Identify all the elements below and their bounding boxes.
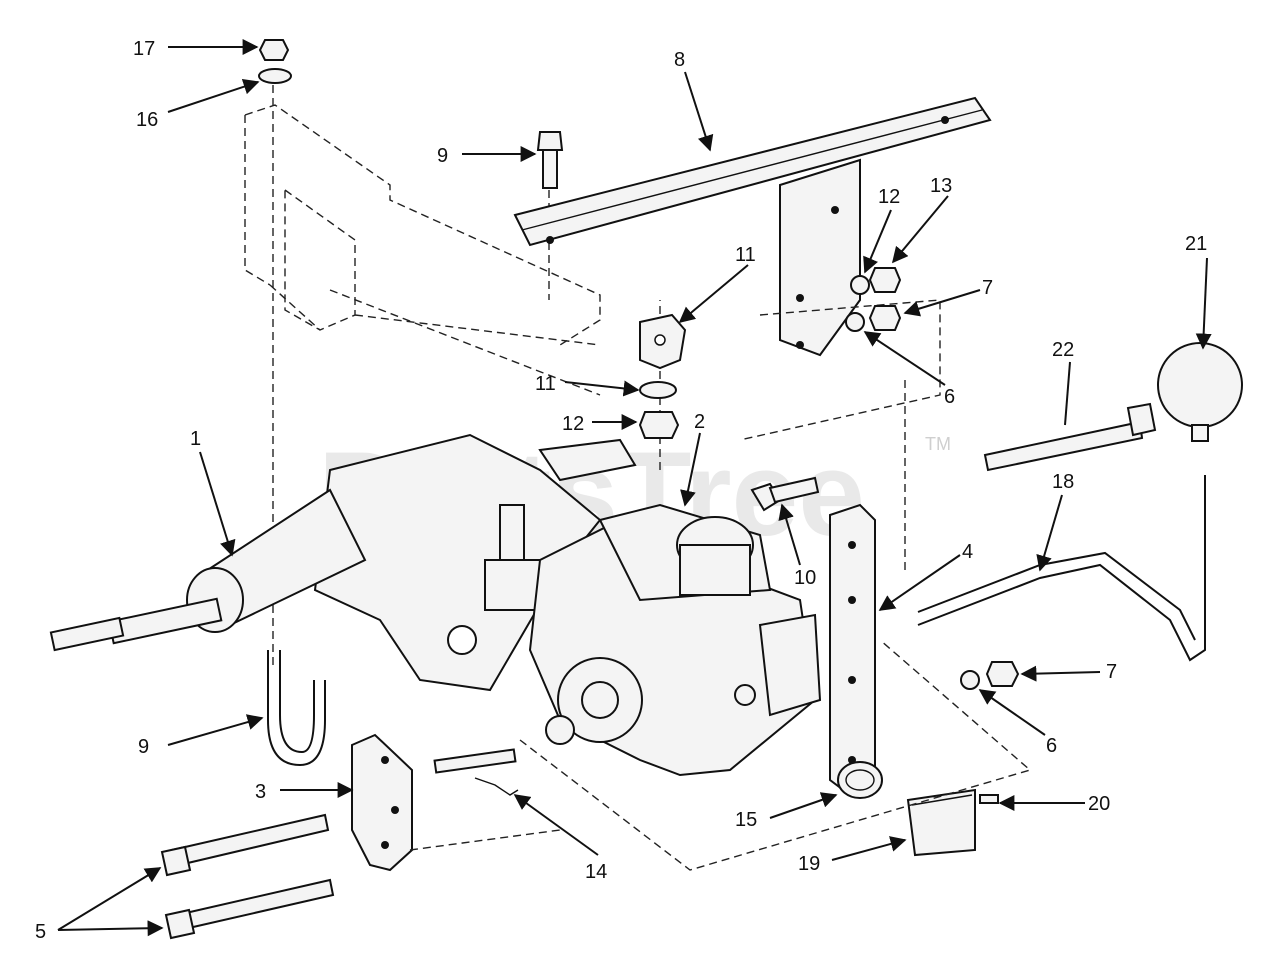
part-1-transaxle xyxy=(49,433,637,692)
part-21-knob xyxy=(1157,342,1243,428)
callout-7-top: 7 xyxy=(982,277,993,299)
callout-9-top: 9 xyxy=(437,145,448,167)
callout-6-top: 6 xyxy=(944,386,955,408)
callout-7-lower: 7 xyxy=(1106,661,1117,683)
callout-11-right: 12 xyxy=(878,186,900,208)
part-17-clip xyxy=(906,788,976,857)
callout-9-right: 10 xyxy=(794,567,816,589)
part-22-long-bolt xyxy=(983,402,1157,472)
part-5-bolts xyxy=(160,813,335,940)
leader-arrows xyxy=(57,39,1212,937)
callout-22: 22 xyxy=(1052,339,1074,361)
phantom-linkage-lower xyxy=(519,639,1032,871)
watermark-tm: TM xyxy=(925,434,951,454)
callout-12-center: 12 xyxy=(562,413,584,435)
part-8-upper-bracket xyxy=(513,96,992,357)
part-7-nut-top xyxy=(868,305,902,331)
callout-2: 2 xyxy=(694,411,705,433)
part-11-washer-right xyxy=(850,275,870,295)
callout-8: 8 xyxy=(674,49,685,71)
part-15-nut xyxy=(258,39,290,61)
callout-1: 1 xyxy=(190,428,201,450)
part-4-mounting-plate xyxy=(829,503,876,797)
part-7-nut-lower xyxy=(985,661,1020,687)
callout-10: 11 xyxy=(735,244,756,266)
callout-19: 15 xyxy=(735,809,757,831)
part-2-hydro-pump xyxy=(528,503,822,777)
callout-3: 3 xyxy=(255,781,266,803)
callout-4: 4 xyxy=(962,541,973,563)
part-6-washer-lower xyxy=(960,670,980,690)
phantom-frame-bracket xyxy=(244,104,601,396)
part-12-nut-right xyxy=(868,267,902,293)
callout-15: 17 xyxy=(133,38,155,60)
part-6-washer-top xyxy=(845,312,865,332)
callout-13: 9 xyxy=(138,736,149,758)
part-18-pin xyxy=(979,794,999,804)
callout-18: 20 xyxy=(1088,793,1110,815)
callout-5: 5 xyxy=(35,921,46,943)
part-3-bracket xyxy=(351,733,413,872)
part-21-knob-stem xyxy=(1191,424,1209,442)
callout-11-center: 11 xyxy=(535,373,556,395)
part-13-u-bolt xyxy=(267,650,326,767)
phantom-outline-right xyxy=(739,299,941,441)
callout-16: 18 xyxy=(1052,471,1074,493)
phantom-line-bracket3 xyxy=(409,829,561,851)
part-11-lock-washer xyxy=(639,381,677,399)
part-16-control-rod xyxy=(917,475,1206,662)
callout-20: 14 xyxy=(585,861,607,883)
part-19-spring xyxy=(837,761,883,799)
part-10-clip xyxy=(639,313,687,370)
part-20-pin xyxy=(433,748,519,796)
callout-12-right: 13 xyxy=(930,175,952,197)
callout-6-lower: 6 xyxy=(1046,735,1057,757)
part-14-washer xyxy=(258,68,292,84)
part-9-bolt-top xyxy=(536,131,564,189)
part-9-bolt-right xyxy=(750,476,820,512)
callout-14: 16 xyxy=(136,109,158,131)
part-12-nut xyxy=(638,411,680,439)
callout-21: 21 xyxy=(1185,233,1207,255)
callout-17: 19 xyxy=(798,853,820,875)
